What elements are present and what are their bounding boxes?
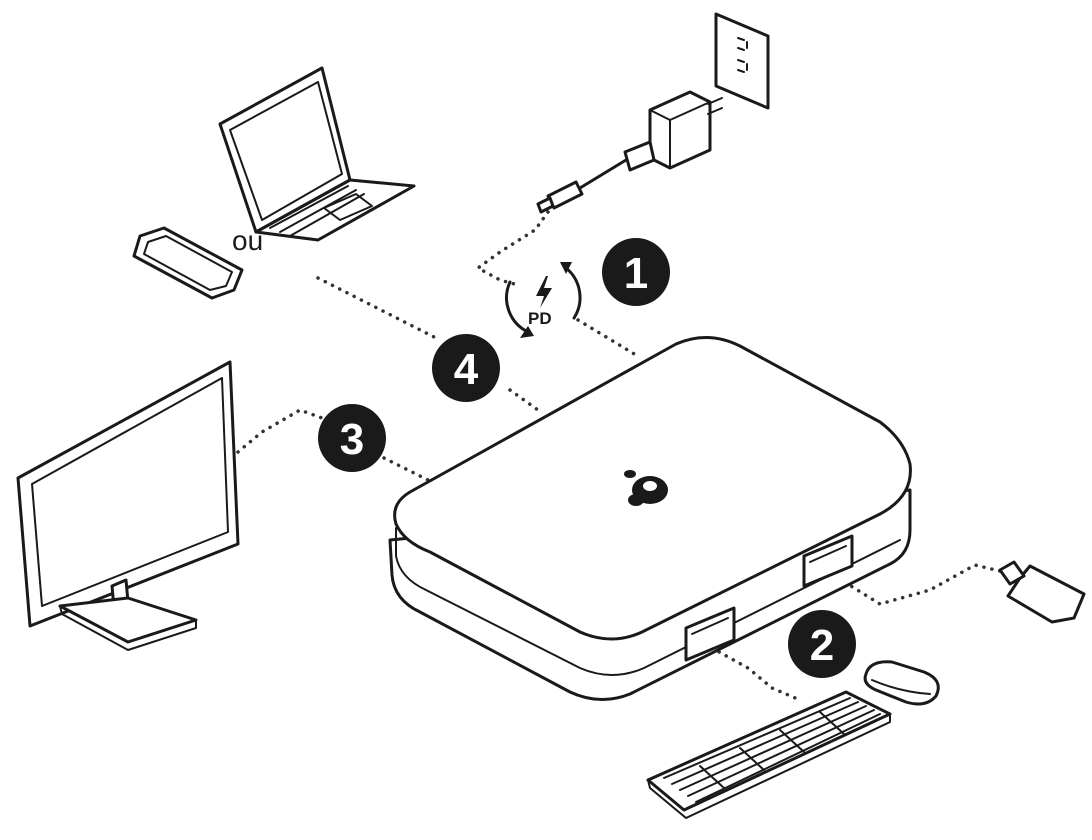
host-device-line — [316, 276, 540, 412]
connection-lines — [236, 210, 1006, 702]
or-label: ou — [232, 225, 263, 256]
laptop-icon — [218, 66, 416, 242]
step-badge-3: 3 — [318, 404, 386, 472]
monitor-line — [236, 408, 434, 484]
power-adapter-icon — [536, 90, 723, 214]
mouse-icon — [863, 660, 940, 706]
usb-flash-drive-icon — [998, 560, 1086, 624]
keyboard-line — [710, 646, 802, 702]
step-badge-2: 2 — [788, 610, 856, 678]
docking-station-icon — [388, 335, 912, 701]
step-number: 4 — [454, 345, 479, 394]
step-number: 1 — [624, 249, 648, 298]
wall-outlet-icon — [714, 12, 770, 110]
pd-charging-icon: PD — [505, 262, 582, 338]
power-to-dock-line — [576, 318, 638, 357]
step-number: 2 — [810, 621, 834, 670]
usb-port-front — [684, 606, 736, 662]
step-badge-1: 1 — [602, 238, 670, 306]
keyboard-icon — [646, 690, 892, 819]
smartphone-icon — [132, 226, 244, 300]
step-badge-4: 4 — [432, 334, 500, 402]
usb-drive-line — [836, 563, 1006, 606]
power-cable-line — [474, 210, 550, 287]
usb-port-side — [802, 534, 854, 588]
step-number: 3 — [340, 415, 364, 464]
pd-text: PD — [528, 309, 552, 328]
monitor-icon — [16, 360, 240, 651]
brand-logo-icon — [624, 470, 668, 506]
